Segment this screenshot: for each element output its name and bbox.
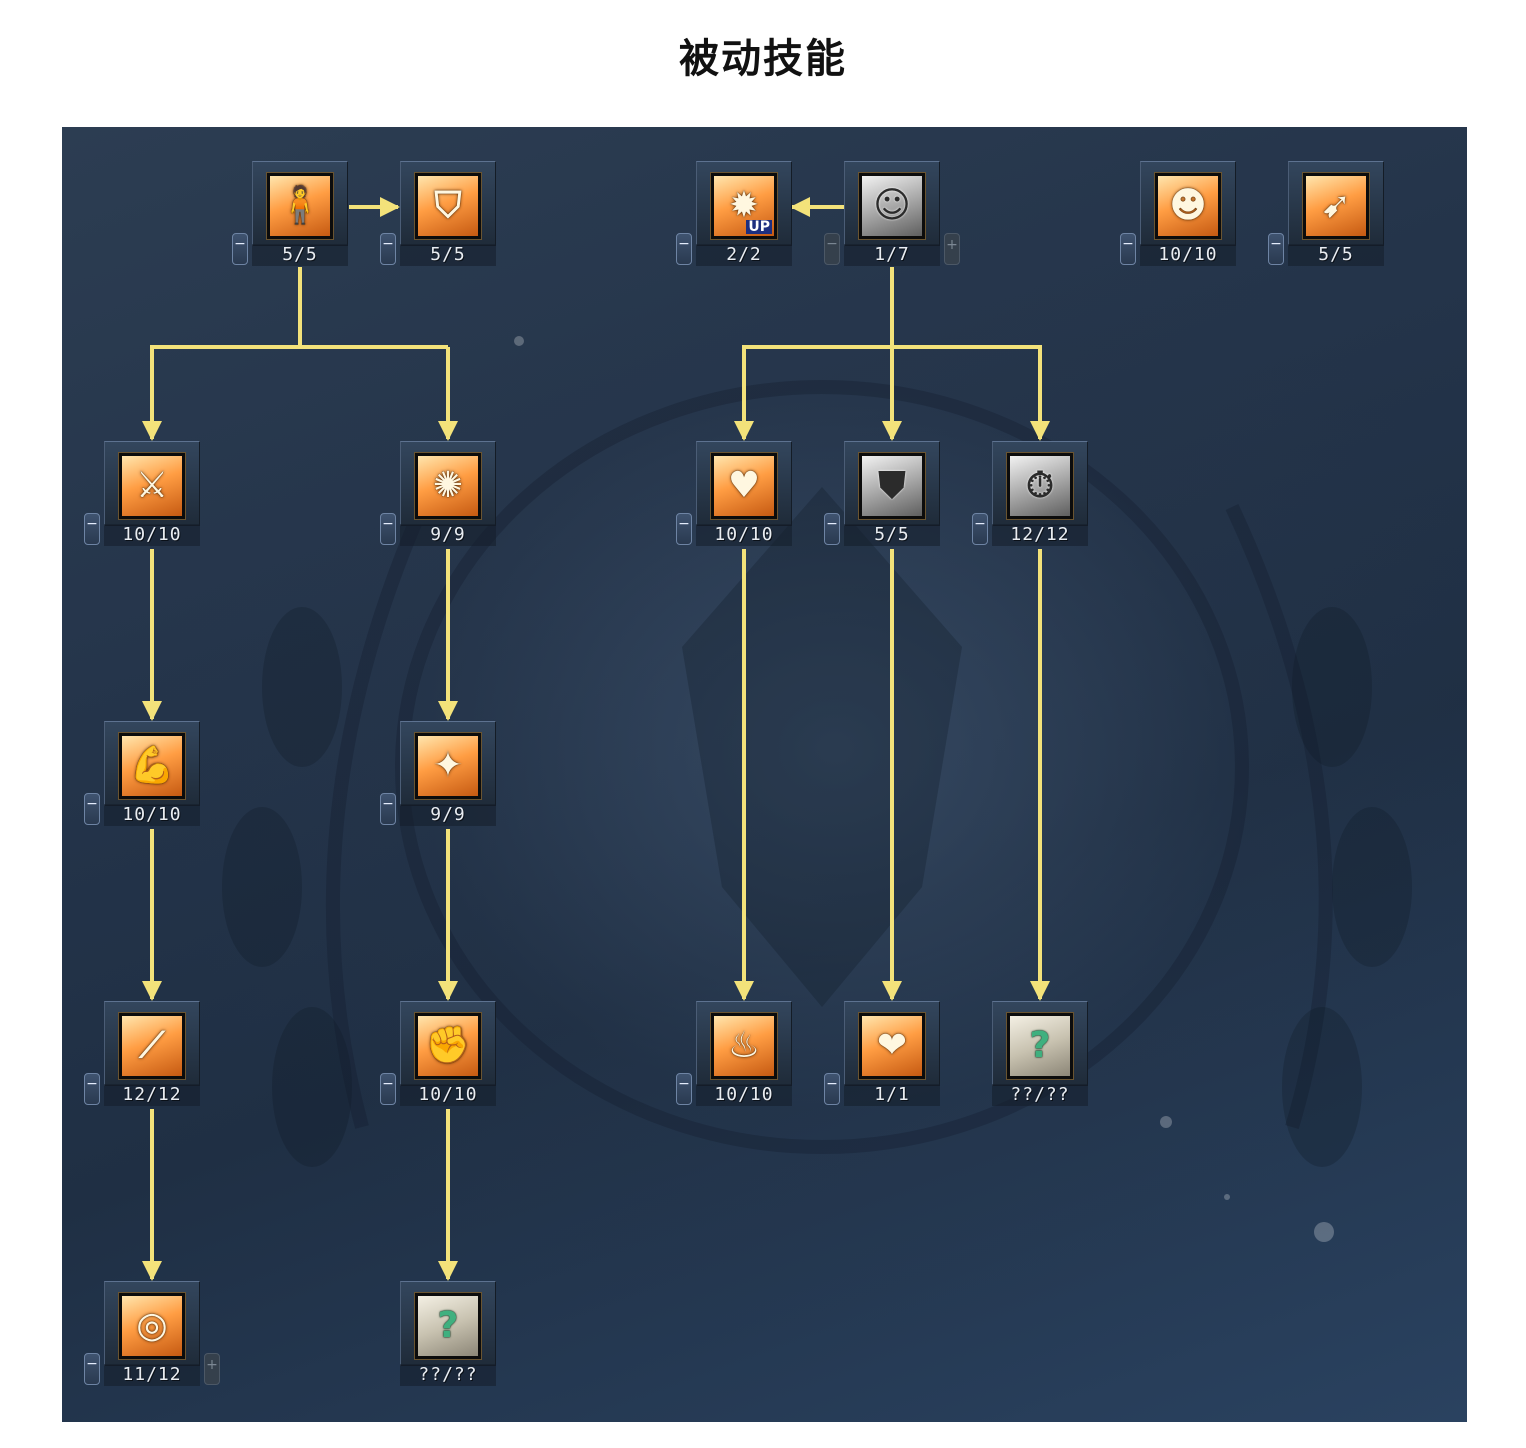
- decrease-level-button[interactable]: −: [380, 513, 396, 545]
- skill-level: ??/??: [400, 1364, 496, 1386]
- skill-level: 10/10: [104, 804, 200, 826]
- skill-tree-panel: 🧍5/5−⛉5/5−✹2/2−☺1/7−+☻10/10−➹5/5−⚔10/10−…: [62, 127, 1467, 1422]
- skill-level: 9/9: [400, 804, 496, 826]
- meditating-figure-icon[interactable]: ♨: [710, 1012, 778, 1080]
- decrease-level-button[interactable]: −: [972, 513, 988, 545]
- shield-up-icon[interactable]: ⛉: [414, 172, 482, 240]
- decrease-level-button[interactable]: −: [380, 233, 396, 265]
- decrease-level-button[interactable]: −: [380, 1073, 396, 1105]
- skill-node-s10[interactable]: ⛊ 5/5−: [824, 441, 940, 549]
- increase-level-button[interactable]: +: [944, 233, 960, 265]
- skill-node-s15[interactable]: ✊ 10/10−: [380, 1001, 496, 1109]
- punching-fist-icon[interactable]: ✊: [414, 1012, 482, 1080]
- skill-node-s9[interactable]: ♥ 10/10−: [676, 441, 792, 549]
- skill-level: 10/10: [1140, 244, 1236, 266]
- skill-node-s1[interactable]: 🧍 5/5−: [232, 161, 348, 269]
- increase-level-button[interactable]: +: [204, 1353, 220, 1385]
- slash-streak-icon[interactable]: ⟋: [118, 1012, 186, 1080]
- skill-level: 10/10: [696, 524, 792, 546]
- flexed-arm-icon[interactable]: 💪: [118, 732, 186, 800]
- decrease-level-button[interactable]: −: [84, 1073, 100, 1105]
- stopwatch-icon[interactable]: ⏱: [1006, 452, 1074, 520]
- skill-node-s4[interactable]: ☺ 1/7− +: [824, 161, 960, 269]
- decrease-level-button[interactable]: −: [1120, 233, 1136, 265]
- crossed-swords-icon[interactable]: ⚔: [118, 452, 186, 520]
- dash-figure-icon[interactable]: ➹: [1302, 172, 1370, 240]
- skill-node-s7[interactable]: ⚔ 10/10−: [84, 441, 200, 549]
- decrease-level-button[interactable]: −: [380, 793, 396, 825]
- decrease-level-button[interactable]: −: [676, 233, 692, 265]
- cheering-figure-icon[interactable]: ☺: [858, 172, 926, 240]
- fire-crystal-icon[interactable]: ✦: [414, 732, 482, 800]
- skill-level: ??/??: [992, 1084, 1088, 1106]
- skill-level: 12/12: [104, 1084, 200, 1106]
- burst-up-icon[interactable]: ✹: [710, 172, 778, 240]
- skill-node-s20[interactable]: ? ??/??: [400, 1281, 496, 1389]
- skill-node-s6[interactable]: ➹ 5/5−: [1268, 161, 1384, 269]
- skill-node-s14[interactable]: ⟋ 12/12−: [84, 1001, 200, 1109]
- skill-node-s8[interactable]: ✺ 9/9−: [380, 441, 496, 549]
- decrease-level-button[interactable]: −: [824, 1073, 840, 1105]
- skill-level: 9/9: [400, 524, 496, 546]
- skill-level: 10/10: [400, 1084, 496, 1106]
- hp-heart-up-icon[interactable]: ♥: [710, 452, 778, 520]
- skill-node-s19[interactable]: ◎ 11/12− +: [84, 1281, 220, 1389]
- decrease-level-button[interactable]: −: [824, 513, 840, 545]
- decrease-level-button[interactable]: −: [824, 233, 840, 265]
- page-title: 被动技能: [679, 36, 847, 82]
- skill-level: 10/10: [696, 1084, 792, 1106]
- radiant-burst-icon[interactable]: ✺: [414, 452, 482, 520]
- unknown-skill-icon[interactable]: ?: [414, 1292, 482, 1360]
- skill-level: 5/5: [1288, 244, 1384, 266]
- skill-node-s16[interactable]: ♨ 10/10−: [676, 1001, 792, 1109]
- skill-level: 1/1: [844, 1084, 940, 1106]
- skill-node-s13[interactable]: ✦ 9/9−: [380, 721, 496, 829]
- skill-node-s2[interactable]: ⛉ 5/5−: [380, 161, 496, 269]
- decrease-level-button[interactable]: −: [1268, 233, 1284, 265]
- skill-level: 5/5: [252, 244, 348, 266]
- skill-level: 10/10: [104, 524, 200, 546]
- skill-node-s5[interactable]: ☻ 10/10−: [1120, 161, 1236, 269]
- skill-level: 1/7: [844, 244, 940, 266]
- skill-node-s17[interactable]: ❤ 1/1−: [824, 1001, 940, 1109]
- standing-figure-icon[interactable]: 🧍: [266, 172, 334, 240]
- target-fist-icon[interactable]: ◎: [118, 1292, 186, 1360]
- skill-level: 12/12: [992, 524, 1088, 546]
- skill-level: 2/2: [696, 244, 792, 266]
- skill-node-s11[interactable]: ⏱ 12/12−: [972, 441, 1088, 549]
- shield-icon[interactable]: ⛊: [858, 452, 926, 520]
- skill-level: 11/12: [104, 1364, 200, 1386]
- decrease-level-button[interactable]: −: [676, 1073, 692, 1105]
- unknown-skill-icon[interactable]: ?: [1006, 1012, 1074, 1080]
- skill-node-s12[interactable]: 💪 10/10−: [84, 721, 200, 829]
- decrease-level-button[interactable]: −: [676, 513, 692, 545]
- decrease-level-button[interactable]: −: [84, 513, 100, 545]
- focused-face-icon[interactable]: ☻: [1154, 172, 1222, 240]
- panel-background-emblem: [222, 336, 1412, 1242]
- decrease-level-button[interactable]: −: [84, 1353, 100, 1385]
- skill-node-s3[interactable]: ✹ 2/2−: [676, 161, 792, 269]
- skill-node-s18[interactable]: ? ??/??: [992, 1001, 1088, 1109]
- skill-level: 5/5: [844, 524, 940, 546]
- decrease-level-button[interactable]: −: [232, 233, 248, 265]
- skill-level: 5/5: [400, 244, 496, 266]
- heart-gem-icon[interactable]: ❤: [858, 1012, 926, 1080]
- decrease-level-button[interactable]: −: [84, 793, 100, 825]
